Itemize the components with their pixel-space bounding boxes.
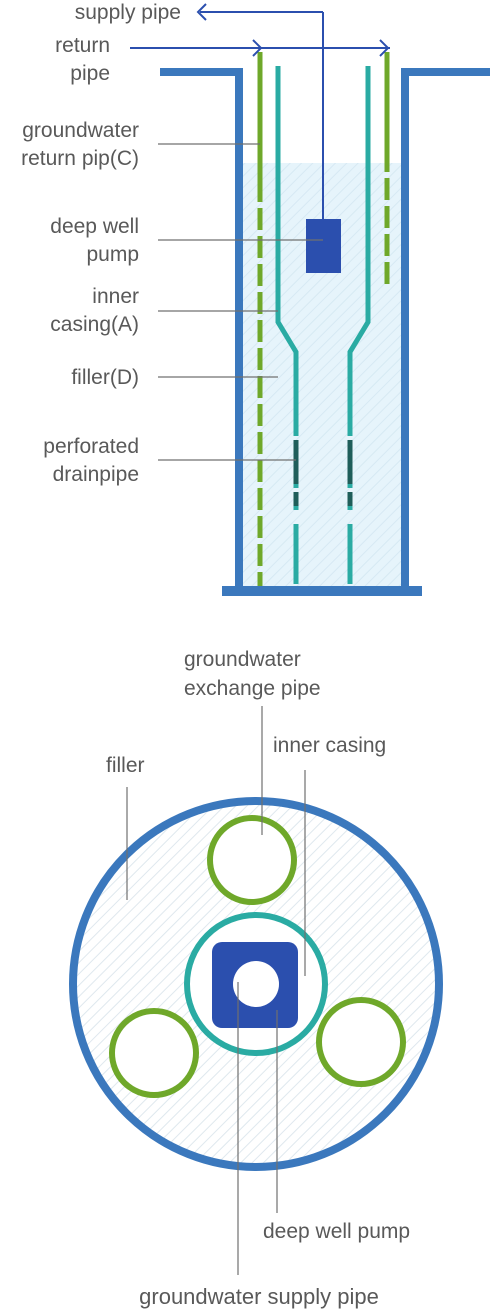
label-filler-plan: filler (106, 754, 145, 777)
return-arrow-head-2 (379, 39, 390, 57)
plan-view: groundwater exchange pipe inner casing f… (69, 648, 443, 1309)
label-inner-1: inner (92, 285, 139, 308)
label-supply-pipe: supply pipe (75, 1, 181, 24)
label-exchange-1: groundwater (184, 648, 301, 671)
supply-arrow-head (196, 3, 207, 21)
label-gw-return-2: return pip(C) (21, 147, 139, 170)
casing-base (222, 586, 422, 596)
label-inner-plan: inner casing (273, 734, 386, 757)
label-perforated-2: drainpipe (53, 463, 139, 486)
exchange-pipe-left (109, 1008, 199, 1098)
label-exchange-2: exchange pipe (184, 677, 321, 700)
label-inner-2: casing(A) (50, 313, 139, 336)
section-view: supply pipe return pipe groundwater retu… (21, 1, 490, 596)
label-supply-plan: groundwater supply pipe (139, 1284, 379, 1309)
label-pump-2: pump (86, 243, 139, 266)
exchange-pipe-right (316, 997, 406, 1087)
label-return-1: return (55, 34, 110, 57)
label-gw-return-1: groundwater (22, 119, 139, 142)
outer-casing (160, 68, 490, 589)
exchange-pipe-top (207, 815, 297, 905)
label-pump-1: deep well (50, 215, 139, 238)
deep-well-pump (306, 219, 341, 273)
label-return-2: pipe (70, 62, 110, 85)
label-filler-d: filler(D) (71, 366, 139, 389)
label-perforated-1: perforated (43, 435, 139, 458)
return-arrow-head-1 (252, 39, 263, 57)
label-pump-plan: deep well pump (263, 1220, 410, 1243)
supply-pipe-plan (233, 961, 279, 1007)
